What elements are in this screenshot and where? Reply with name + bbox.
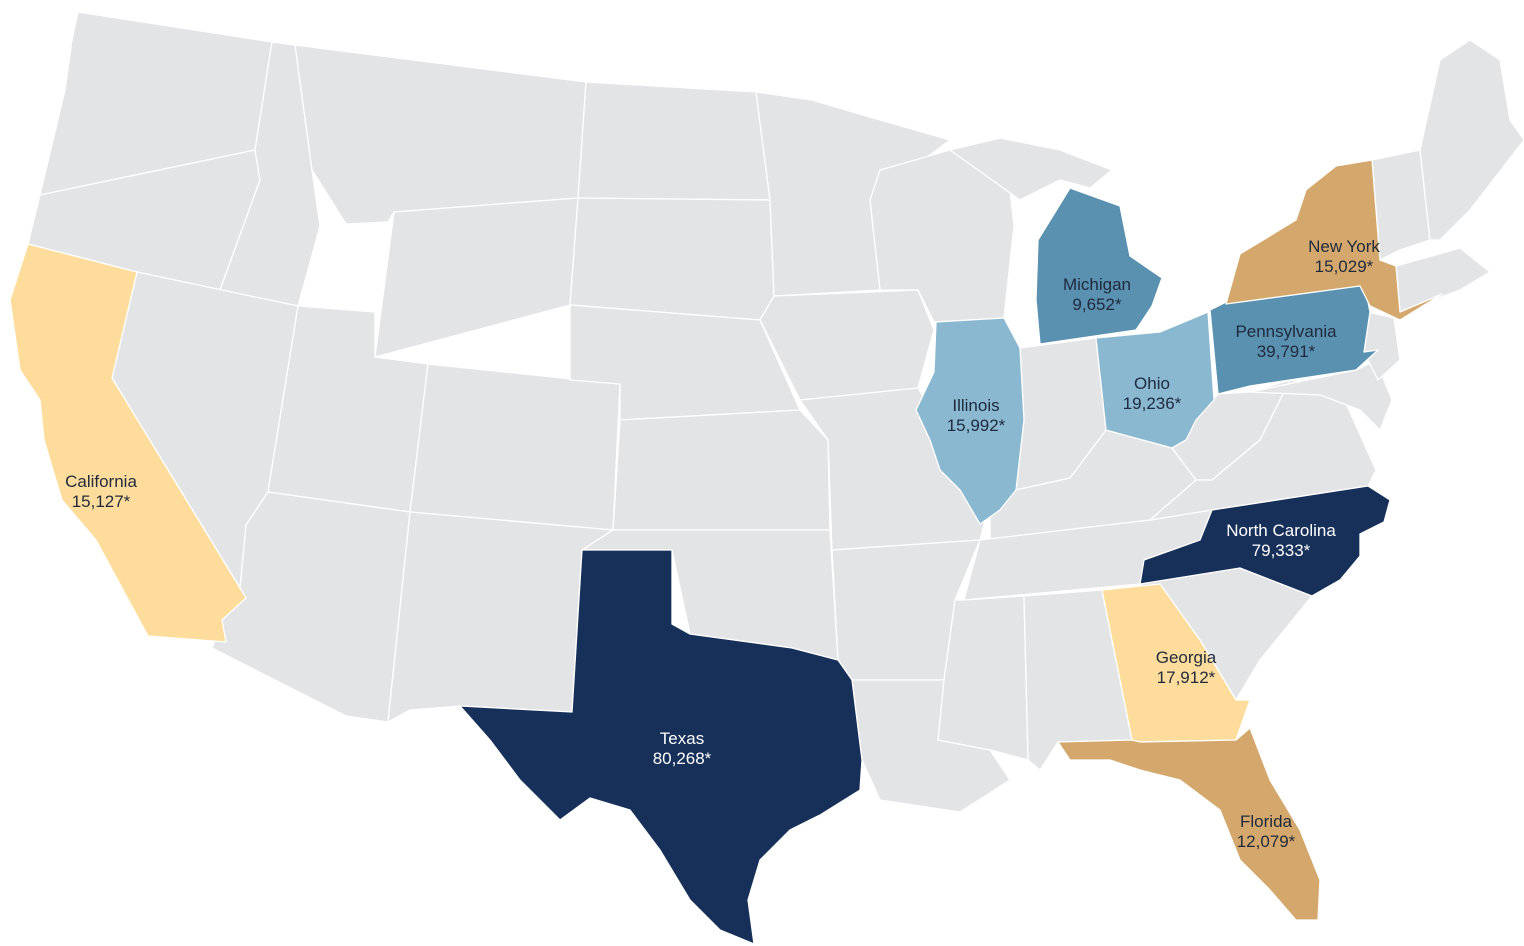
state-maine: [1419, 39, 1524, 241]
state-north-dakota: [577, 81, 771, 201]
state-upper-peninsula: [949, 137, 1113, 201]
state-shape-michigan: [1035, 187, 1163, 345]
state-colorado: [409, 363, 621, 531]
state-shape-texas: [459, 549, 863, 945]
state-kansas: [612, 409, 831, 531]
state-maryland-delaware: [1249, 359, 1393, 431]
state-shape-north-carolina: [1139, 485, 1391, 597]
state-massachusetts-ri-ct: [1395, 247, 1491, 313]
state-shape-ohio: [1095, 311, 1215, 449]
base-states: [27, 11, 1524, 813]
highlighted-states: [9, 159, 1443, 945]
state-shape-illinois: [915, 317, 1025, 525]
state-shape-florida: [1057, 727, 1321, 921]
state-shape-new-york: [1225, 159, 1443, 321]
state-wyoming: [374, 197, 579, 358]
state-shape-california: [9, 243, 247, 643]
state-south-dakota: [569, 197, 775, 321]
state-montana: [294, 44, 587, 225]
